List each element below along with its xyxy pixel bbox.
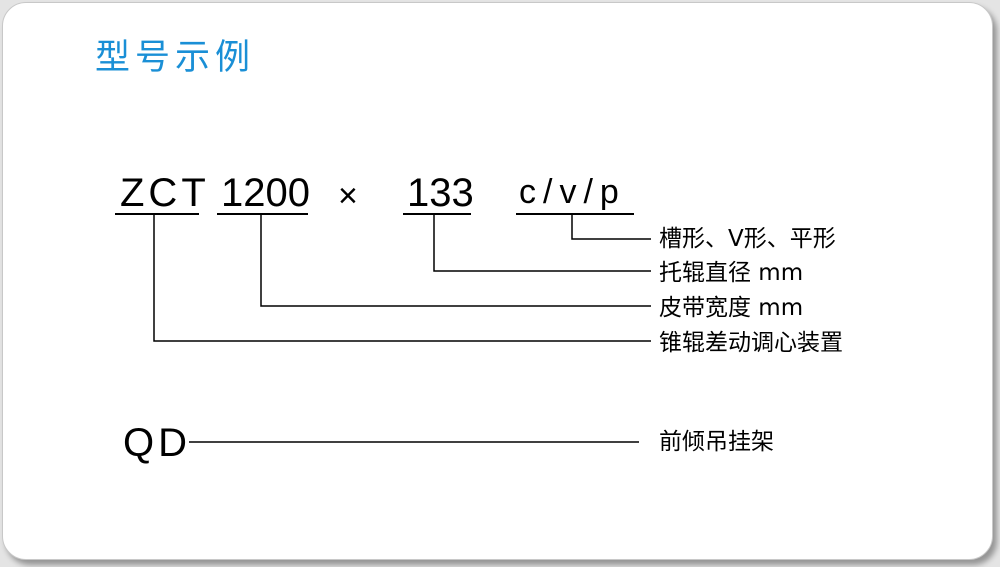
diameter-code: 133 (407, 171, 474, 215)
form-underline (516, 213, 634, 215)
qd-code: QD (123, 421, 191, 465)
diagram-card: 型号示例 ZCT 1200 × 133 c/v/p 槽形、V形、平形 托辊直径 … (2, 2, 993, 560)
series-underline (115, 213, 199, 215)
width-code: 1200 (221, 171, 310, 215)
series-leader (153, 214, 651, 342)
form-leader (571, 214, 651, 240)
page-title: 型号示例 (95, 38, 256, 78)
diameter-label: 托辊直径 mm (659, 260, 804, 286)
width-leader (260, 214, 651, 307)
form-code: c/v/p (519, 173, 626, 211)
series-label: 锥辊差动调心装置 (659, 330, 843, 356)
callout-lines (153, 214, 651, 443)
width-underline (217, 213, 308, 215)
diameter-leader (433, 214, 651, 272)
qd-label: 前倾吊挂架 (659, 429, 774, 455)
form-label: 槽形、V形、平形 (659, 226, 836, 252)
diameter-underline (403, 213, 471, 215)
series-code: ZCT (120, 171, 210, 215)
times-sign: × (338, 177, 358, 215)
width-label: 皮带宽度 mm (659, 295, 804, 321)
